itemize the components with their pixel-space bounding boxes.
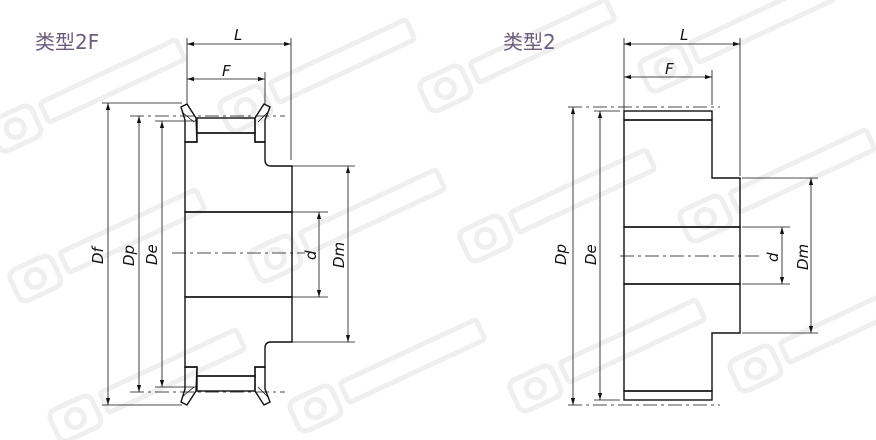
bore [623, 226, 741, 285]
label-L: L [680, 26, 688, 44]
label-De: De [582, 244, 600, 265]
tooth-band-bottom [623, 390, 713, 401]
title-type-2f: 类型2F [35, 30, 99, 54]
label-d: d [302, 250, 320, 260]
diagram-type-2: 类型2 L F Dp De d Dm [503, 26, 818, 406]
pulley-body-section-lower [623, 283, 741, 392]
label-Dp: Dp [552, 244, 570, 265]
label-F: F [665, 60, 674, 78]
label-L: L [234, 26, 242, 44]
tooth-groove-bottom [196, 375, 256, 392]
flange-top-left [180, 103, 198, 143]
label-Df: Df [89, 244, 107, 264]
diagram-type-2f: 类型2F L F Df Dp De [35, 26, 355, 406]
label-d: d [764, 252, 782, 262]
flange-bottom-right [254, 366, 271, 406]
label-Dm: Dm [794, 244, 812, 270]
bore [184, 211, 293, 298]
label-Dp: Dp [120, 245, 138, 266]
tooth-band-top [623, 110, 713, 121]
label-De: De [143, 244, 161, 265]
label-Dm: Dm [330, 242, 348, 268]
label-F: F [222, 62, 231, 80]
title-type-2: 类型2 [503, 30, 556, 54]
flange-top-right [254, 103, 271, 143]
flange-bottom-left [180, 366, 198, 406]
